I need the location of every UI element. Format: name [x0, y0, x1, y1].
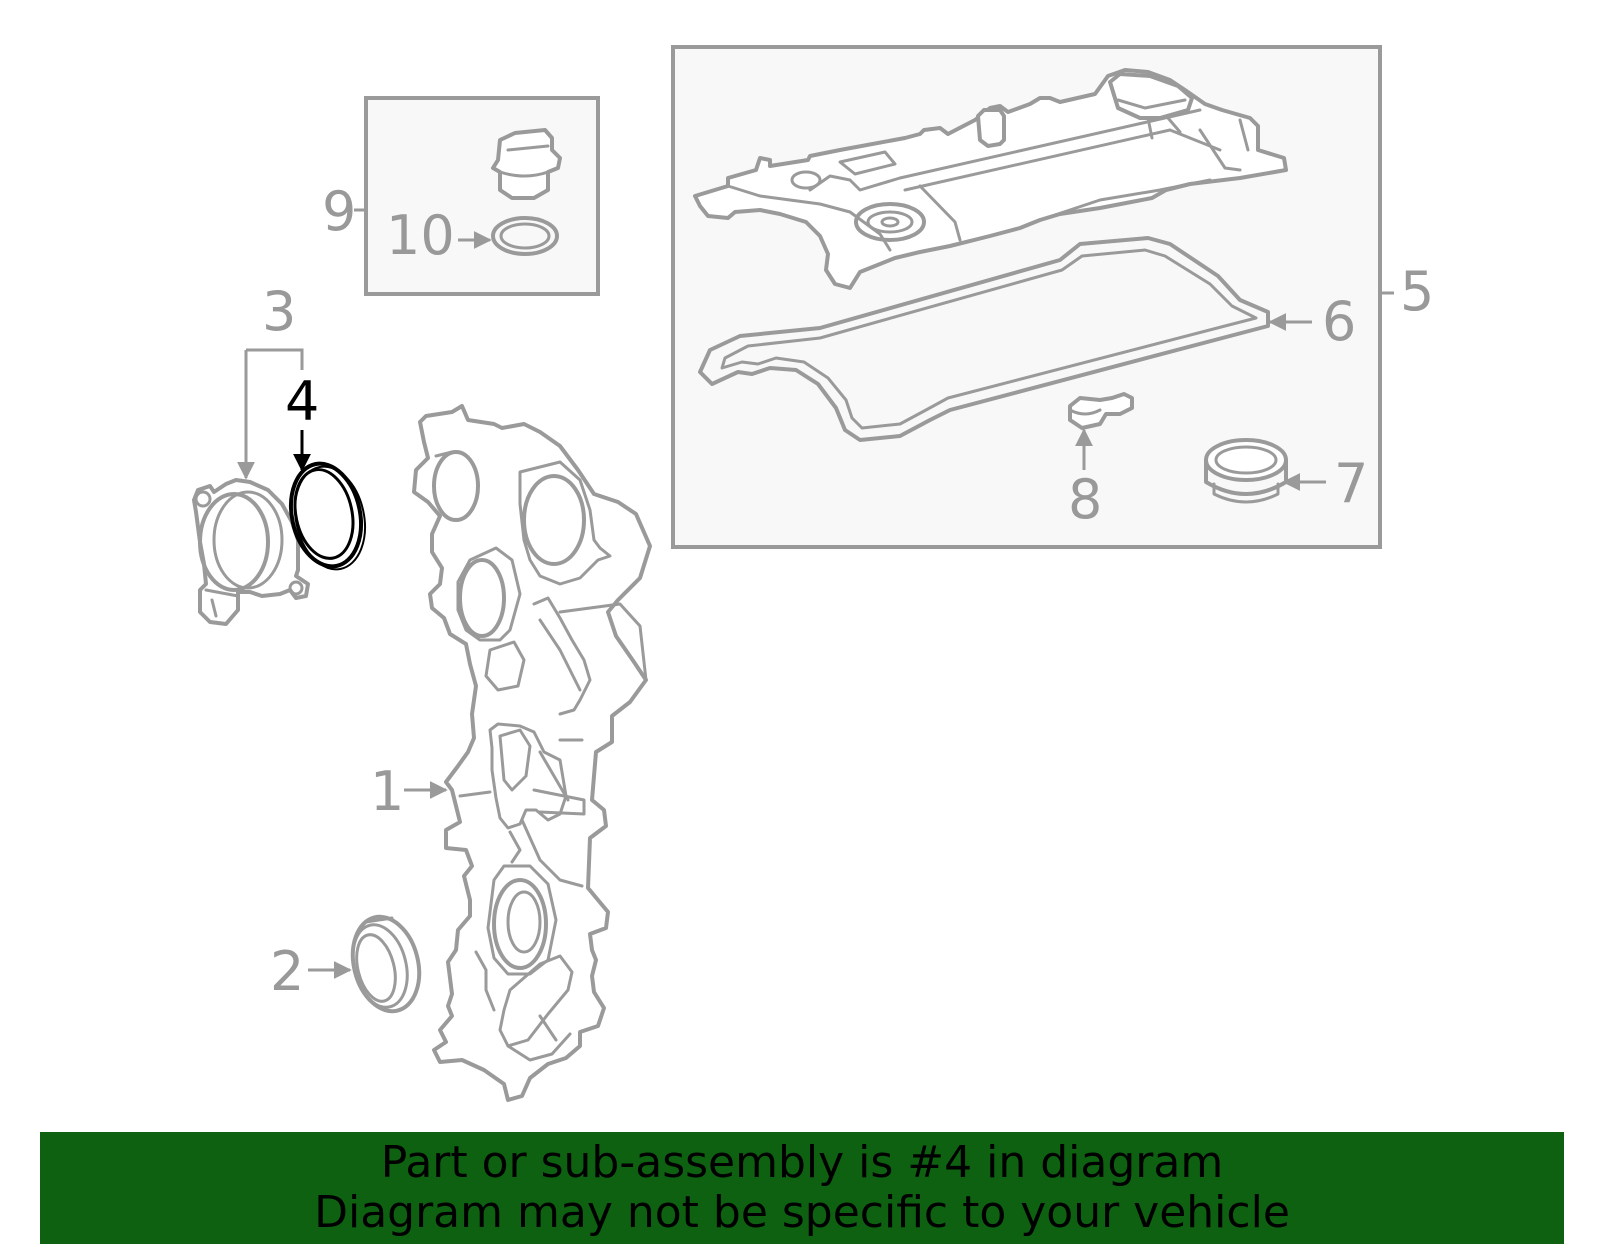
callout-10: 10	[386, 204, 455, 267]
timing-sensor-assembly	[192, 478, 310, 626]
oil-filler-cap	[491, 128, 562, 200]
oil-cap-group-box	[364, 96, 600, 296]
banner-line-2: Diagram may not be specific to your vehi…	[314, 1187, 1290, 1238]
callout-labels: 1 2 3 4 5 6 7 8 9 10	[262, 180, 1434, 1003]
valve-cover-bolt	[1068, 392, 1134, 430]
callout-3: 3	[262, 280, 296, 343]
oil-cap-gasket	[491, 216, 559, 256]
leader-lines	[237, 208, 1394, 979]
o-ring-highlighted	[289, 461, 366, 571]
callout-2: 2	[270, 940, 304, 1003]
info-banner: Part or sub-assembly is #4 in diagram Di…	[40, 1132, 1564, 1244]
valve-cover-gasket	[698, 236, 1270, 442]
callout-6: 6	[1322, 290, 1356, 353]
timing-chain-cover	[412, 404, 652, 1102]
valve-cover	[693, 68, 1288, 290]
banner-line-1: Part or sub-assembly is #4 in diagram	[380, 1137, 1224, 1188]
callout-8: 8	[1068, 468, 1102, 531]
callout-4: 4	[285, 370, 319, 433]
callout-1: 1	[370, 760, 404, 823]
front-crank-seal	[350, 914, 422, 1014]
callout-7: 7	[1334, 452, 1368, 515]
callout-5: 5	[1400, 260, 1434, 323]
callout-9: 9	[322, 180, 356, 243]
